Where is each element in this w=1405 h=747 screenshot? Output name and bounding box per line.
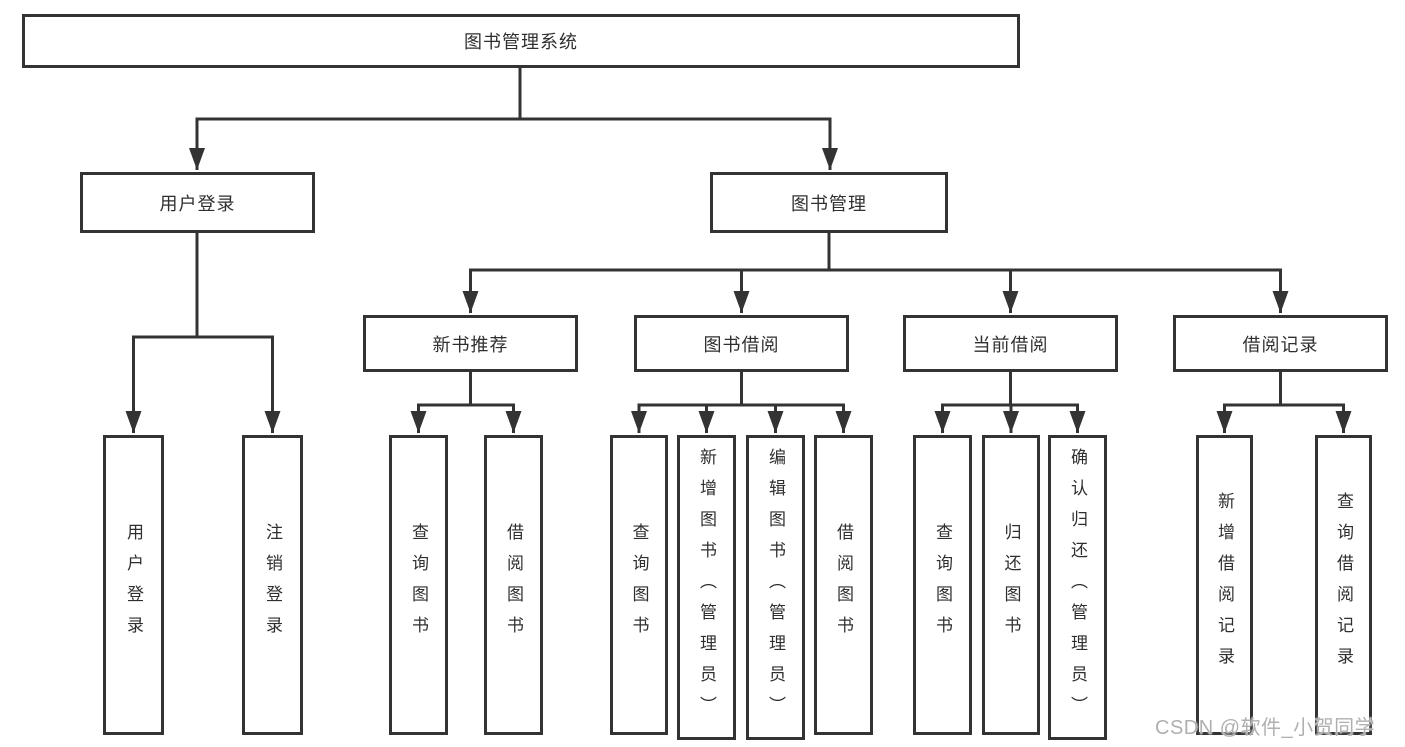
- leaf-edit-books-admin: 编辑图书（管理员）: [746, 435, 805, 740]
- connector-borrowing-to-leaves: [631, 372, 852, 433]
- leaf-return-books-label: 归还图书: [1001, 523, 1021, 647]
- node-borrowing-label: 图书借阅: [703, 334, 780, 355]
- leaf-edit-books-admin-label: 编辑图书（管理员）: [766, 448, 785, 727]
- leaf-borrow-books-1-label: 借阅图书: [504, 523, 523, 647]
- node-user-login: 用户登录: [80, 172, 315, 233]
- node-root: 图书管理系统: [22, 14, 1020, 68]
- leaf-add-books-admin: 新增图书（管理员）: [677, 435, 736, 740]
- leaf-query-borrow-record-label: 查询借阅记录: [1334, 492, 1353, 678]
- node-root-label: 图书管理系统: [464, 32, 578, 52]
- node-borrow-records: 借阅记录: [1173, 315, 1388, 372]
- leaf-user-login: 用户登录: [103, 435, 164, 735]
- leaf-confirm-return-admin: 确认归还（管理员）: [1048, 435, 1107, 740]
- connector-root-to-level2: [189, 68, 838, 170]
- leaf-return-books: 归还图书: [982, 435, 1040, 735]
- csdn-watermark: CSDN @软件_小贺同学: [1155, 717, 1376, 739]
- connector-records-to-leaves: [1216, 372, 1352, 433]
- leaf-borrow-books-1: 借阅图书: [484, 435, 543, 735]
- leaf-add-borrow-record: 新增借阅记录: [1196, 435, 1253, 735]
- leaf-query-books-2-label: 查询图书: [629, 523, 649, 647]
- connector-userlogin-to-leaves: [125, 233, 281, 433]
- leaf-query-books-2: 查询图书: [610, 435, 668, 735]
- leaf-query-books-3-label: 查询图书: [933, 523, 952, 647]
- leaf-borrow-books-2: 借阅图书: [814, 435, 873, 735]
- node-borrowing: 图书借阅: [634, 315, 849, 372]
- leaf-user-login-label: 用户登录: [124, 523, 143, 647]
- leaf-borrow-books-2-label: 借阅图书: [834, 523, 853, 647]
- node-new-books: 新书推荐: [363, 315, 578, 372]
- leaf-confirm-return-admin-label: 确认归还（管理员）: [1068, 448, 1087, 727]
- leaf-logout: 注销登录: [242, 435, 303, 735]
- connector-bookmgmt-to-level3: [462, 233, 1289, 313]
- node-borrow-records-label: 借阅记录: [1242, 334, 1319, 355]
- leaf-query-books-3: 查询图书: [913, 435, 972, 735]
- node-new-books-label: 新书推荐: [432, 334, 509, 355]
- leaf-query-books-1-label: 查询图书: [409, 523, 428, 647]
- leaf-add-borrow-record-label: 新增借阅记录: [1215, 492, 1234, 678]
- leaf-query-books-1: 查询图书: [389, 435, 448, 735]
- node-user-login-label: 用户登录: [159, 193, 236, 214]
- leaf-query-borrow-record: 查询借阅记录: [1315, 435, 1372, 735]
- connector-newbooks-to-leaves: [410, 372, 522, 433]
- node-book-mgmt-label: 图书管理: [791, 193, 867, 214]
- node-current-borrow-label: 当前借阅: [972, 334, 1049, 355]
- node-current-borrow: 当前借阅: [903, 315, 1118, 372]
- node-book-mgmt: 图书管理: [710, 172, 948, 233]
- connector-current-to-leaves: [934, 372, 1086, 433]
- leaf-add-books-admin-label: 新增图书（管理员）: [697, 448, 716, 727]
- leaf-logout-label: 注销登录: [263, 523, 282, 647]
